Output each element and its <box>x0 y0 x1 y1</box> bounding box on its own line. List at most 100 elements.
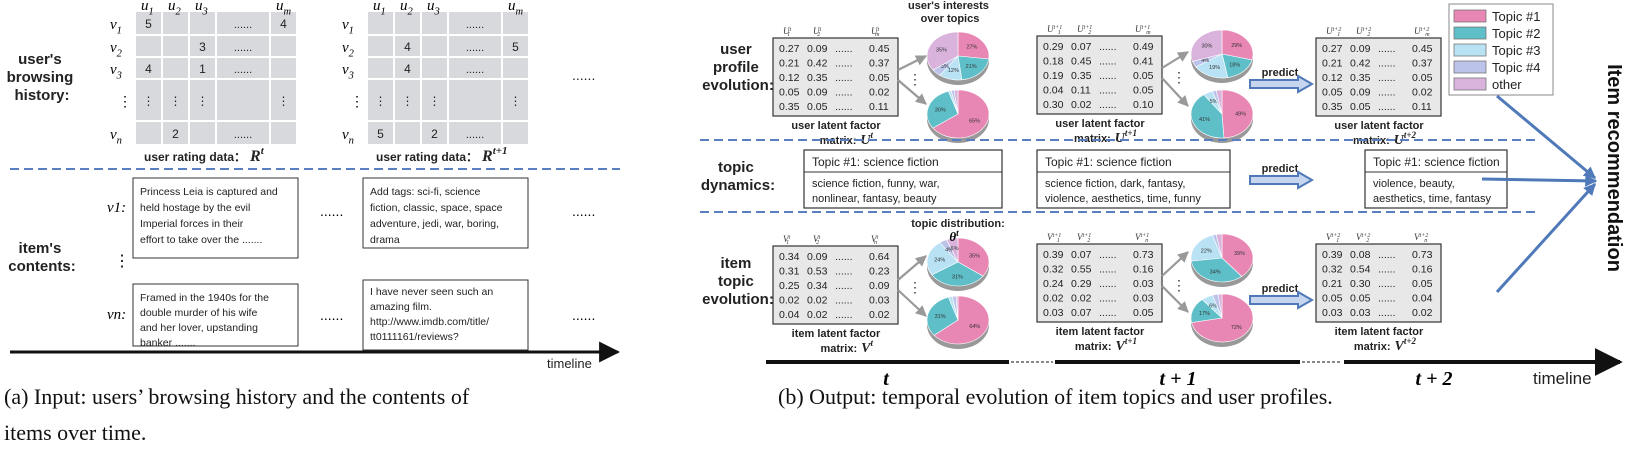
matrix-value: 0.37 <box>869 58 890 70</box>
pie-slice <box>1221 89 1254 139</box>
matrix-value: 0.16 <box>1133 264 1154 276</box>
vdots-item-t1: ⋮ <box>1172 277 1186 293</box>
matrix-cell <box>217 12 269 34</box>
matrix-value: 0.34 <box>779 251 800 263</box>
matrix-cell-value: ⋮ <box>143 94 155 108</box>
matrix-cell <box>449 58 501 78</box>
predict-arrow: predict <box>1249 283 1315 310</box>
pie-slice <box>1190 94 1225 139</box>
matrix-cell <box>422 122 447 144</box>
pie-slice <box>1221 29 1254 61</box>
index-label: u2 <box>168 0 182 18</box>
matrix-value: 0.05 <box>1412 278 1433 290</box>
topic-box-frame <box>803 149 1003 209</box>
rating-caption: user rating data：Rt+1 <box>376 145 508 165</box>
index-label: u2 <box>400 0 414 18</box>
matrix-cell-value: 1 <box>199 62 206 76</box>
matrix-value: 0.42 <box>1350 58 1371 70</box>
matrix-value: 0.53 <box>807 266 828 278</box>
matrix-value: ...... <box>835 101 853 113</box>
matrix-value: 0.32 <box>1322 264 1343 276</box>
pie-slice <box>931 261 984 287</box>
predict-arrow-shape <box>1249 74 1315 94</box>
matrix-cell <box>136 80 161 120</box>
pie-label: 65% <box>969 119 980 125</box>
matrix-cell-value: ⋮ <box>170 94 182 108</box>
text-box-v1-t1 <box>362 177 529 249</box>
matrix-cell-value: 5 <box>377 127 384 141</box>
matrix-value: ...... <box>835 72 853 84</box>
panel-b: user profile evolution: topic dynamics: … <box>700 0 1625 409</box>
pie-label: 17% <box>1199 311 1210 317</box>
legend-label: Topic #2 <box>1492 26 1540 41</box>
matrix-cell <box>163 58 188 78</box>
matrix-value: 0.24 <box>1043 278 1064 290</box>
matrix-value: 0.03 <box>1133 293 1154 305</box>
matrix-value: 0.05 <box>1133 307 1154 319</box>
matrix-cell <box>163 122 188 144</box>
matrix-cell-value: ...... <box>234 64 252 76</box>
matrix-cell <box>449 36 501 56</box>
pie-charts: 27%21%12%5%35%65%30%29%18%19%4%30%49%41%… <box>926 29 1254 349</box>
pie-user-t-a: 27%21%12%5%35% <box>926 31 990 85</box>
pie-label: 5% <box>941 64 949 70</box>
matrix-cell-value: 3 <box>199 40 206 54</box>
matrix-value: 0.73 <box>1133 249 1154 261</box>
vdots-item-t: ⋮ <box>908 279 922 295</box>
matrix-cell <box>395 36 420 56</box>
predict-label: predict <box>1262 67 1299 79</box>
matrix-cell <box>190 122 215 144</box>
matrix-value: 0.45 <box>1412 43 1433 55</box>
matrix-value: ...... <box>835 266 853 278</box>
predict-arrow-shape <box>1249 170 1315 190</box>
matrix-cell <box>368 12 393 34</box>
item-topic-evolution-label: item topic evolution: <box>702 255 774 308</box>
pie-slice <box>957 31 990 60</box>
matrix-cell <box>368 36 393 56</box>
pie-label: 5% <box>1210 99 1218 105</box>
matrix-value: 0.32 <box>1043 264 1064 276</box>
matrix-value: 0.11 <box>869 101 889 113</box>
matrix-value: 0.21 <box>1322 58 1343 70</box>
pie-item-t1-b: 72%17%6% <box>1190 293 1254 347</box>
matrix-cell <box>271 12 296 34</box>
index-label: u1 <box>373 0 386 18</box>
predict-arrow: predict <box>1249 163 1315 190</box>
recommendation-arrows <box>1481 94 1598 294</box>
matrix-value: 0.39 <box>1043 249 1064 261</box>
matrix-cell-value: 4 <box>404 40 411 54</box>
matrix-cell <box>163 80 188 120</box>
legend-swatch <box>1453 77 1487 91</box>
t2-label: t + 2 <box>1416 368 1453 390</box>
topic-dynamics-label: topic dynamics: <box>701 159 775 194</box>
matrix-value: 0.25 <box>779 280 800 292</box>
index-label: u3 <box>195 0 208 18</box>
legend-label: Topic #3 <box>1492 43 1540 58</box>
matrix-value: 0.02 <box>869 87 890 99</box>
predict-label: predict <box>1262 163 1299 175</box>
matrix-value: ...... <box>1099 264 1117 276</box>
index-label: v1 <box>110 17 122 37</box>
predict-label: predict <box>1262 283 1299 295</box>
matrix-cell-value: ...... <box>466 129 484 141</box>
matrix-cell-value: ⋮ <box>402 94 414 108</box>
matrix-value: ...... <box>835 280 853 292</box>
pie-label: 72% <box>1231 325 1242 331</box>
user-profile-evolution-label: user profile evolution: <box>702 41 774 94</box>
pie-slice <box>1221 233 1254 277</box>
pie-label: 18% <box>1229 62 1240 68</box>
